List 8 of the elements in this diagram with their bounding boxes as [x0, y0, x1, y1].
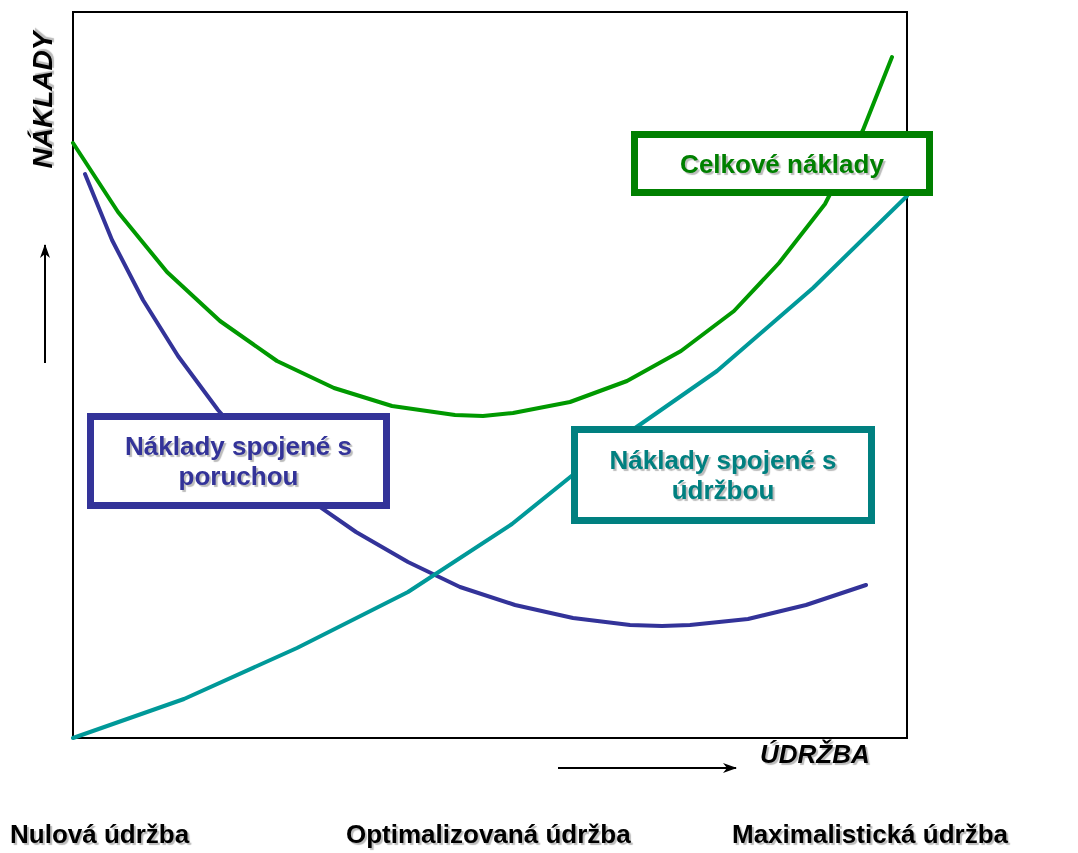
axis-title: ÚDRŽBA — [760, 738, 870, 770]
label-box: Celkové náklady — [631, 131, 933, 196]
scale-label: Optimalizovaná údržba — [346, 818, 631, 850]
label-box: Náklady spojené s údržbou — [571, 426, 875, 524]
label-box: Náklady spojené s poruchou — [87, 413, 390, 509]
scale-label: Maximalistická údržba — [732, 818, 1008, 850]
axis-title: NÁKLADY — [26, 29, 59, 171]
scale-label: Nulová údržba — [10, 818, 190, 850]
